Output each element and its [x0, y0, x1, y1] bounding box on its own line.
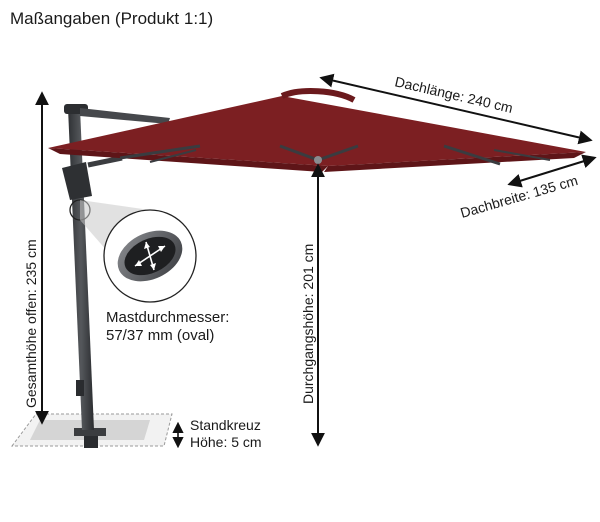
clearance-height-label: Durchgangshöhe: 201 cm — [300, 244, 316, 404]
mast-diameter-value: 57/37 mm (oval) — [106, 327, 214, 344]
mast-magnifier — [69, 199, 197, 303]
mast-diameter-label: Mastdurchmesser: — [106, 309, 229, 326]
roof-width-label: Dachbreite: 135 cm — [458, 172, 579, 221]
umbrella-pole — [62, 104, 170, 430]
roof-length-arrow — [319, 73, 593, 145]
roof-width-arrow — [507, 154, 597, 188]
base-height-label: Höhe: 5 cm — [190, 434, 262, 450]
roof-length-label: Dachlänge: 240 cm — [393, 73, 514, 116]
total-height-label: Gesamthöhe offen: 235 cm — [23, 239, 39, 408]
base-label: Standkreuz — [190, 417, 261, 433]
page-title: Maßangaben (Produkt 1:1) — [10, 9, 213, 28]
umbrella-canopy — [48, 88, 586, 172]
